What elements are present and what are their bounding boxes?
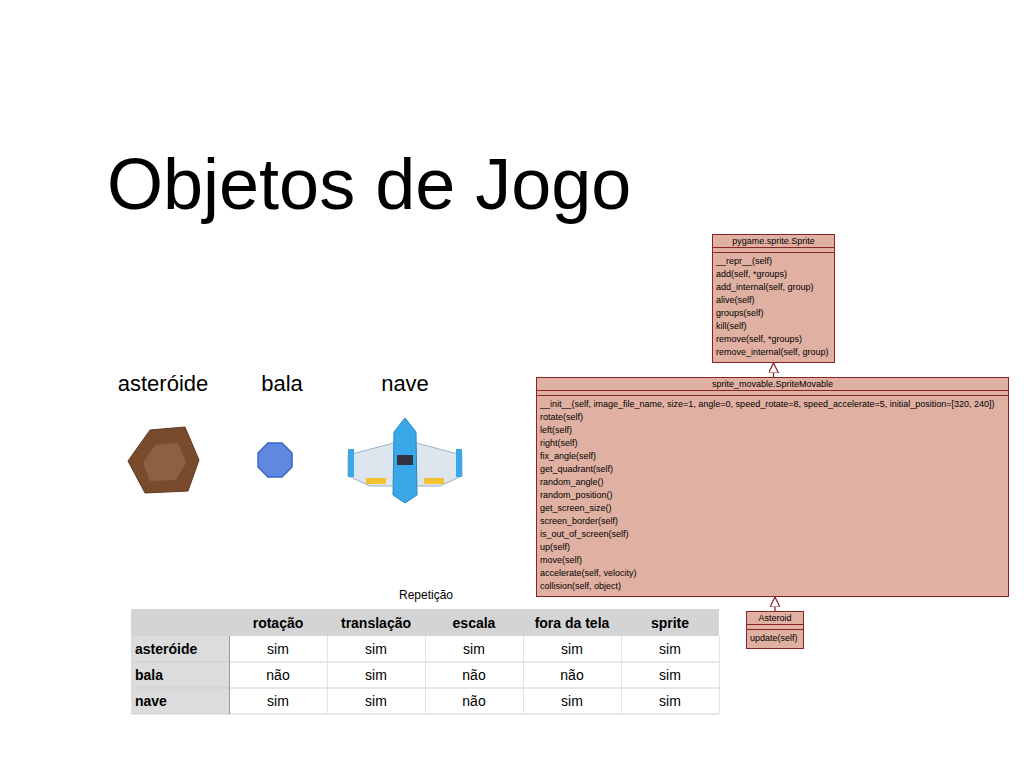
method-name: accelerate(self, velocity) [540,567,1005,580]
method-compartment: update(self) [747,630,803,648]
uml-class-box: Asteroid update(self) [746,611,804,649]
asteroid-sprite [128,427,199,493]
table-cell: bala [131,662,229,688]
table-caption: Repetição [366,588,486,602]
object-caption: nave [345,371,465,397]
table-cell: não [425,688,523,714]
method-name: is_out_of_screen(self) [540,528,1005,541]
table-cell: sim [523,688,621,714]
table-cell: sim [425,636,523,662]
inheritance-arrow [773,363,774,377]
method-name: up(self) [540,541,1005,554]
method-name: fix_angle(self) [540,450,1005,463]
method-name: left(self) [540,424,1005,437]
method-name: random_angle() [540,476,1005,489]
table-header: fora da tela [523,609,621,636]
method-compartment: __repr__(self)add(self, *groups)add_inte… [713,253,834,362]
method-name: kill(self) [716,320,831,333]
method-name: __init__(self, image_file_name, size=1, … [540,398,1005,411]
method-name: add(self, *groups) [716,268,831,281]
table-cell: sim [327,636,425,662]
asteroid-highlight [143,443,186,481]
method-name: rotate(self) [540,411,1005,424]
table-cell: sim [621,662,719,688]
table-header: escala [425,609,523,636]
attribute-compartment [713,248,834,253]
table-grid [131,609,720,714]
uml-class-box: pygame.sprite.Sprite __repr__(self)add(se… [712,234,835,363]
method-name: move(self) [540,554,1005,567]
table-header: translação [327,609,425,636]
method-name: screen_border(self) [540,515,1005,528]
table-cell: nave [131,688,229,714]
object-caption: bala [222,371,342,397]
class-name: pygame.sprite.Sprite [713,235,834,248]
object-caption: asteróide [103,371,223,397]
method-name: groups(self) [716,307,831,320]
table-header: sprite [621,609,719,636]
table-cell: sim [621,688,719,714]
slide-title: Objetos de Jogo [107,148,631,220]
table-cell: sim [327,688,425,714]
attribute-compartment [537,391,1008,396]
method-name: random_position() [540,489,1005,502]
method-name: alive(self) [716,294,831,307]
method-name: remove(self, *groups) [716,333,831,346]
table-cell: não [229,662,327,688]
table-cell: não [523,662,621,688]
table-cell: sim [523,636,621,662]
inheritance-arrow [774,597,775,611]
table-cell: asteróide [131,636,229,662]
table-cell: sim [229,636,327,662]
class-name: sprite_movable.SpriteMovable [537,378,1008,391]
table-cell: sim [229,688,327,714]
attribute-compartment [747,625,803,630]
method-name: __repr__(self) [716,255,831,268]
table-header: rotação [229,609,327,636]
table-cell: sim [327,662,425,688]
bullet-sprite [258,443,292,477]
method-name: collision(self, object) [540,580,1005,593]
method-name: get_screen_size() [540,502,1005,515]
method-name: remove_internal(self, group) [716,346,831,359]
method-compartment: __init__(self, image_file_name, size=1, … [537,396,1008,596]
method-name: get_quadrant(self) [540,463,1005,476]
ship-sprite [348,418,462,503]
method-name: update(self) [750,632,800,645]
table-cell: sim [621,636,719,662]
table-cell: não [425,662,523,688]
method-name: add_internal(self, group) [716,281,831,294]
method-name: right(self) [540,437,1005,450]
class-name: Asteroid [747,612,803,625]
uml-class-box: sprite_movable.SpriteMovable __init__(sel… [536,377,1009,597]
